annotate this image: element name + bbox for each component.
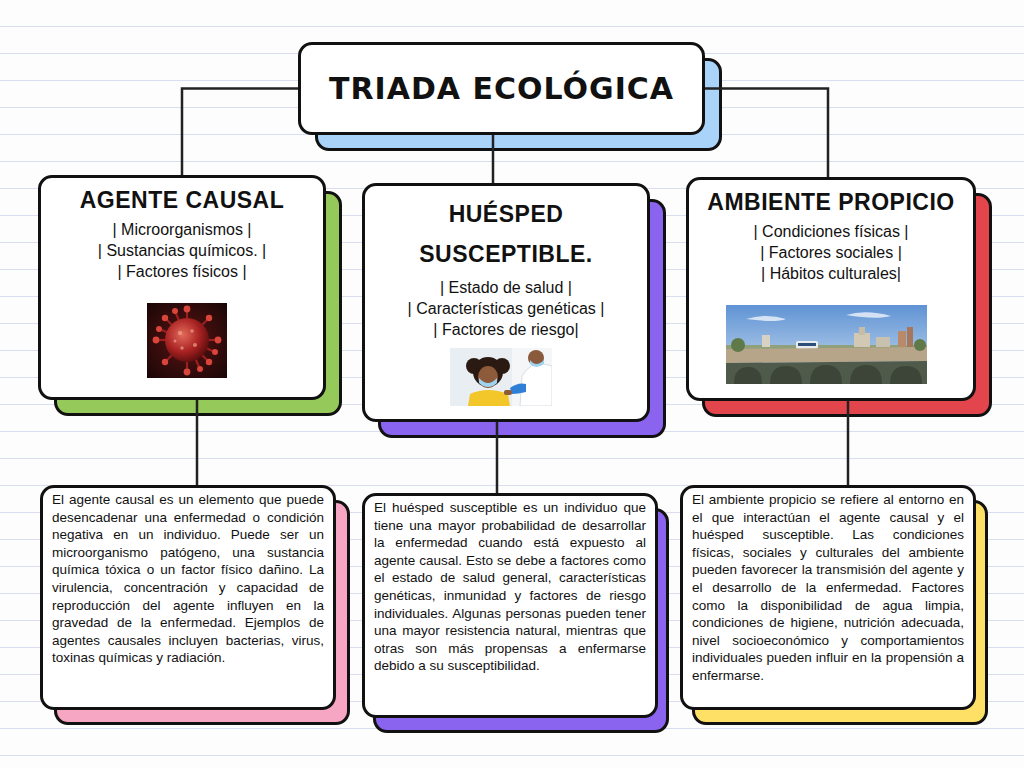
agent-box: AGENTE CAUSAL | Microorganismos || Sustan…: [38, 175, 326, 400]
connector-line: [847, 401, 850, 485]
connector-line: [496, 422, 499, 493]
list-item: | Factores sociales |: [695, 242, 967, 263]
list-item: | Condiciones físicas |: [695, 221, 967, 242]
body-text: El huésped susceptible es un individuo q…: [374, 499, 646, 675]
vaccination-photo: [450, 348, 552, 406]
body-text: El agente causal es un elemento que pued…: [52, 491, 324, 667]
body-text: El ambiente propicio se refiere al entor…: [692, 491, 964, 685]
city-bridge-photo: [726, 305, 927, 384]
description-box: El ambiente propicio se refiere al entor…: [680, 485, 976, 710]
environment-box: AMBIENTE PROPICIO | Condiciones físicas |…: [686, 177, 976, 401]
list-item: | Sustancias químicos. |: [47, 240, 317, 261]
host-box: HUÉSPED SUSCEPTIBLE.| Estado de salud ||…: [362, 183, 650, 422]
list-item: | Hábitos culturales|: [695, 263, 967, 284]
heading-text: AMBIENTE PROPICIO: [695, 188, 967, 217]
list-item: | Estado de salud |: [371, 277, 641, 298]
description-box: El huésped susceptible es un individuo q…: [362, 493, 658, 718]
list-item: | Características genéticas |: [371, 298, 641, 319]
list-item: | Factores físicos |: [47, 261, 317, 282]
connector-line: [705, 89, 828, 178]
list-item: | Factores de riesgo|: [371, 319, 641, 340]
list-item: | Microorganismos |: [47, 219, 317, 240]
title-text: TRIADA ECOLÓGICA: [329, 71, 674, 106]
virus-illustration: [147, 303, 227, 378]
description-box: El agente causal es un elemento que pued…: [40, 485, 336, 710]
heading-text: HUÉSPED SUSCEPTIBLE.: [371, 194, 641, 275]
title-box: TRIADA ECOLÓGICA: [298, 42, 705, 135]
connector-line: [182, 89, 298, 176]
connector-line: [196, 400, 199, 485]
connector-line: [492, 135, 495, 183]
heading-text: AGENTE CAUSAL: [47, 186, 317, 215]
